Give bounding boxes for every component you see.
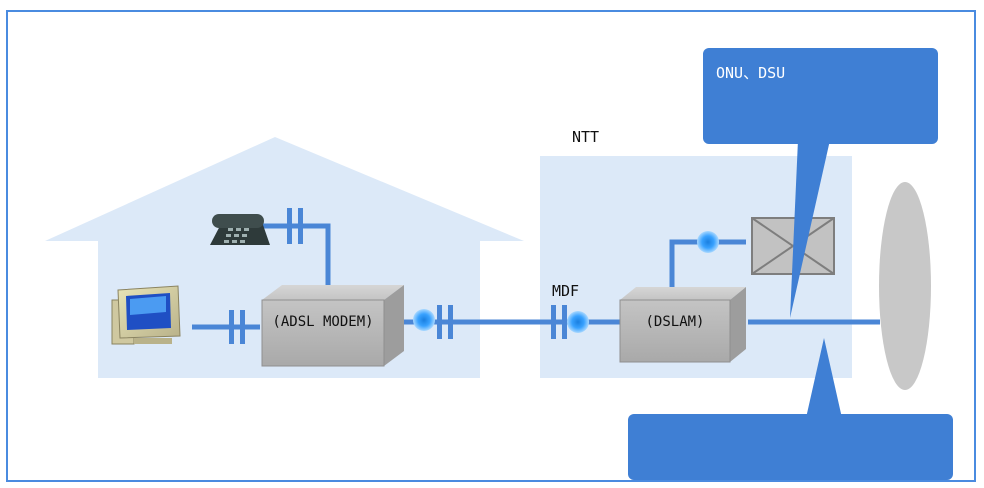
line-terminals	[229, 208, 567, 344]
ntt-office-label: NTT	[572, 128, 600, 146]
dslam-box	[619, 287, 746, 363]
computer-icon	[111, 285, 181, 345]
telephone-icon	[210, 214, 270, 245]
mdf-node	[567, 311, 589, 333]
phone-line-node	[697, 231, 719, 253]
dslam-label-line2: (DSLAM)	[645, 314, 705, 330]
diagram-frame	[6, 10, 976, 482]
top-callout	[703, 48, 938, 318]
protector-node	[413, 309, 435, 331]
top-callout-text: ONU、DSU	[716, 62, 931, 84]
bottom-callout	[628, 338, 953, 480]
internet-cloud	[879, 182, 931, 390]
modem-label: (ADSL MODEM)	[262, 312, 384, 332]
top-callout-line1: ONU、DSU	[716, 64, 786, 82]
internet-label	[886, 188, 926, 388]
dslam-label: (DSLAM)	[620, 312, 730, 332]
modem-label-line2: (ADSL MODEM)	[272, 314, 374, 330]
mdf-label: MDF	[552, 282, 580, 300]
modem-box	[261, 285, 404, 367]
